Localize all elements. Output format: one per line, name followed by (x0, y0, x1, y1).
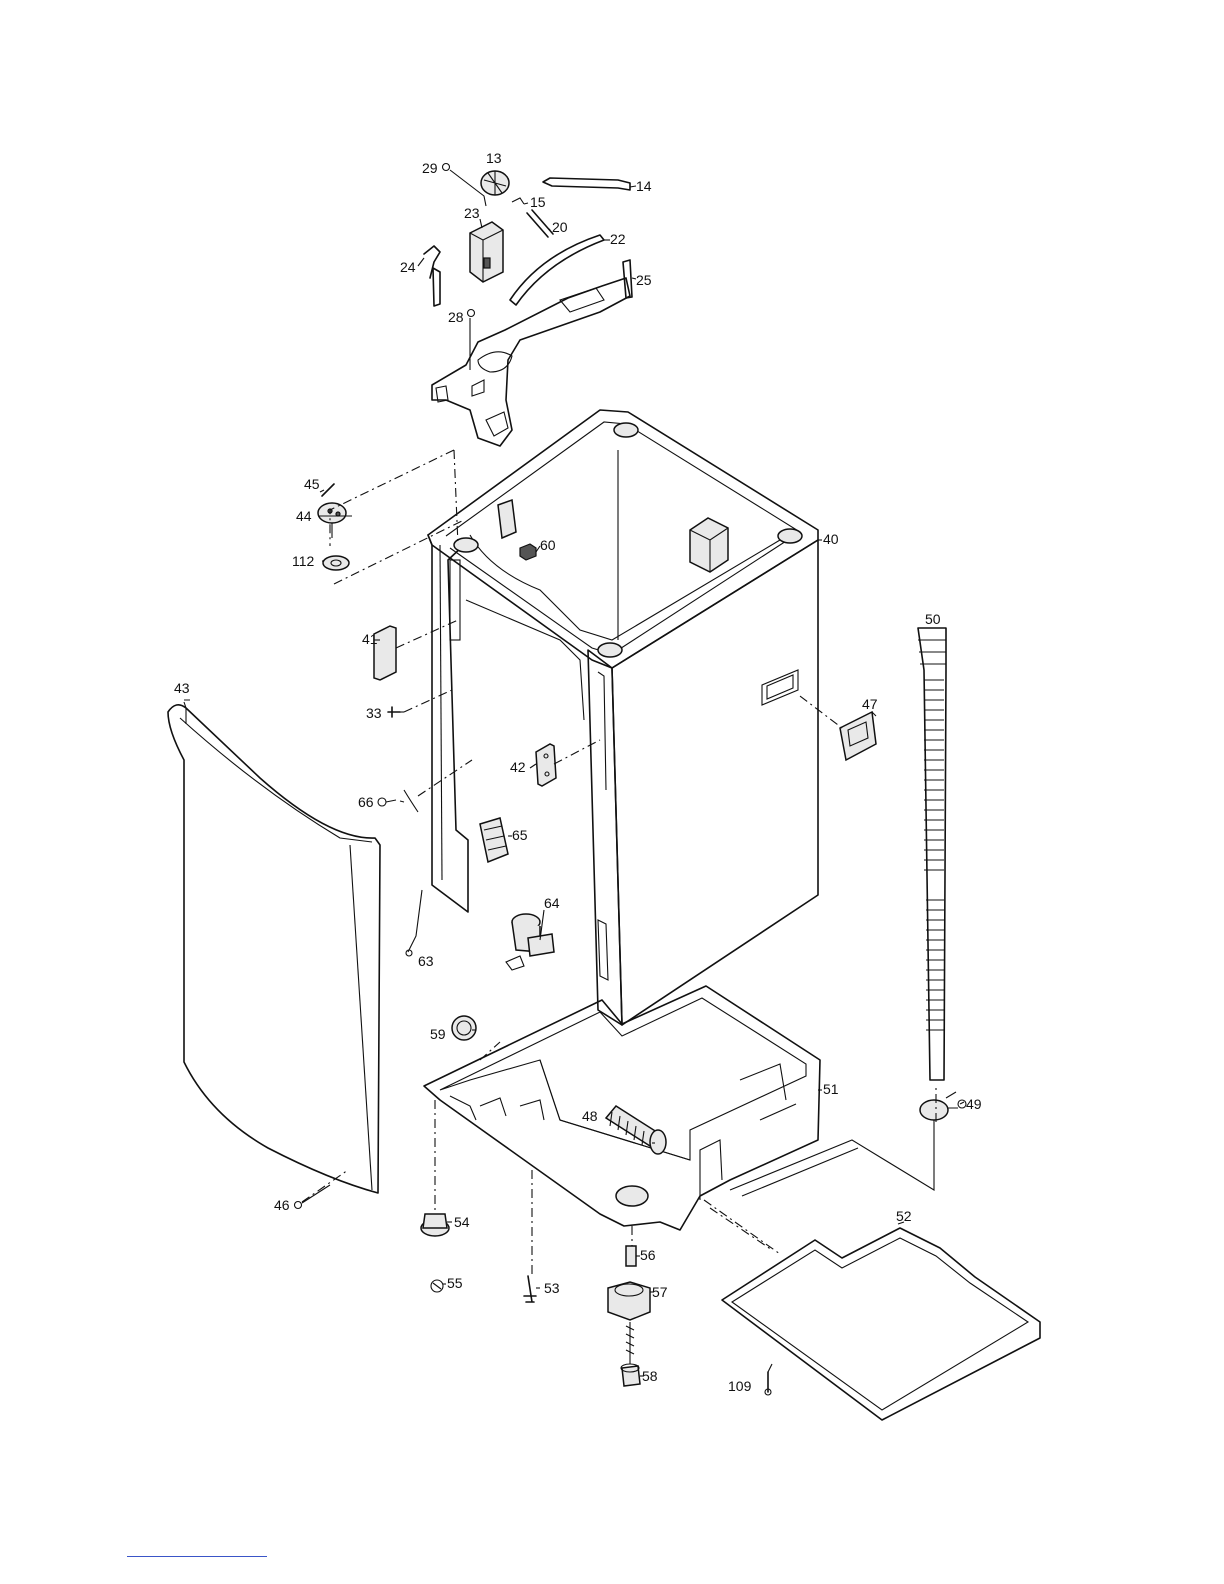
label-46: 46 (274, 1197, 290, 1213)
label-45: 45 (304, 476, 320, 492)
label-51: 51 (823, 1081, 839, 1097)
label-23: 23 (464, 205, 480, 221)
label-22: 22 (610, 231, 626, 247)
part-42-bracket (536, 744, 556, 786)
label-65: 65 (512, 827, 528, 843)
part-53-bolt (524, 1276, 536, 1302)
label-20: 20 (552, 219, 568, 235)
label-109: 109 (728, 1378, 752, 1394)
label-44: 44 (296, 508, 312, 524)
label-52: 52 (896, 1208, 912, 1224)
part-43-front-panel (168, 700, 380, 1193)
part-56-bushing (626, 1246, 636, 1266)
label-57: 57 (652, 1284, 668, 1300)
label-54: 54 (454, 1214, 470, 1230)
label-40: 40 (823, 531, 839, 547)
label-58: 58 (642, 1368, 658, 1384)
label-15: 15 (530, 194, 546, 210)
label-47: 47 (862, 696, 878, 712)
part-23-switch-box (470, 222, 503, 282)
label-29: 29 (422, 160, 438, 176)
part-15-pin (512, 198, 524, 204)
label-112: 112 (292, 553, 315, 569)
label-59: 59 (430, 1026, 446, 1042)
part-60-connector (520, 544, 536, 560)
label-64: 64 (544, 895, 560, 911)
part-14-lever (543, 178, 630, 190)
label-14: 14 (636, 178, 652, 194)
label-63: 63 (418, 953, 434, 969)
label-56: 56 (640, 1247, 656, 1263)
footer-rule (127, 1556, 267, 1557)
label-42: 42 (510, 759, 526, 775)
part-50-drain-hose (918, 628, 946, 1080)
part-49-clamp (920, 1092, 966, 1120)
part-54-foot (421, 1214, 449, 1236)
part-40-cabinet (428, 410, 818, 1025)
label-49: 49 (966, 1096, 982, 1112)
label-50: 50 (925, 611, 941, 627)
part-20-rod (527, 210, 553, 237)
label-55: 55 (447, 1275, 463, 1291)
label-53: 53 (544, 1280, 560, 1296)
label-25: 25 (636, 272, 652, 288)
part-24-clip (424, 246, 440, 306)
label-48: 48 (582, 1108, 598, 1124)
part-65-pad (480, 818, 508, 862)
top-frame-housing (432, 278, 630, 446)
part-46-screw (295, 1202, 302, 1209)
label-33: 33 (366, 705, 382, 721)
part-28-screw (468, 310, 475, 317)
part-66-screw (378, 790, 418, 812)
part-44-knob (318, 503, 346, 538)
part-33-screw (388, 707, 400, 717)
part-112-washer (323, 556, 349, 570)
label-66: 66 (358, 794, 374, 810)
label-60: 60 (540, 537, 556, 553)
part-59-cap (452, 1016, 476, 1040)
label-24: 24 (400, 259, 416, 275)
label-13: 13 (486, 150, 502, 166)
label-43: 43 (174, 680, 190, 696)
part-58-foot-cap (621, 1322, 640, 1386)
part-57-foot-nut (608, 1282, 650, 1320)
part-55-screw (431, 1280, 443, 1292)
label-41: 41 (362, 631, 378, 647)
part-47-handle (840, 712, 876, 760)
part-29-screw (443, 164, 450, 171)
part-22-arm (510, 235, 604, 305)
part-52-bottom-tray (722, 1228, 1040, 1420)
part-64-valve (506, 914, 554, 970)
label-28: 28 (448, 309, 464, 325)
part-109-screw (765, 1372, 771, 1395)
part-48-coil (606, 1106, 666, 1154)
part-13-knob (481, 171, 509, 195)
